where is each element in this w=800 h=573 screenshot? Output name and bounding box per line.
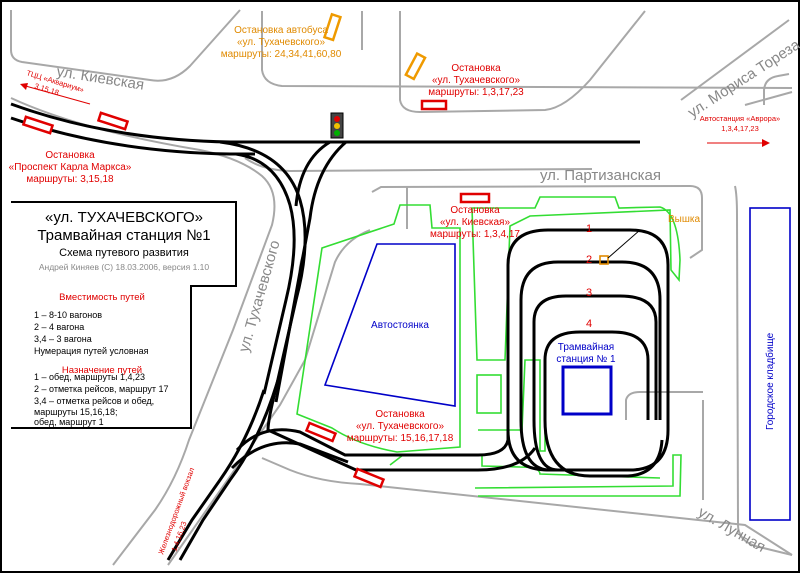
direction-arrows — [20, 83, 770, 147]
capacity-line-3: 3,4 – 3 вагона — [34, 334, 92, 344]
bus-stop-title: Остановка автобуса — [234, 24, 328, 36]
bus-stop-label: Остановка автобуса «ул. Тухачевского» ма… — [221, 24, 342, 60]
capacity-line-2: 2 – 4 вагона — [34, 322, 84, 332]
tram-tracks — [10, 102, 670, 561]
legend-author: Андрей Киняев (С) 18.03.2006, версия 1.1… — [39, 262, 210, 272]
tukh-bottom-routes: маршруты: 15,16,17,18 — [347, 433, 454, 444]
tower-label: Вышка — [668, 214, 700, 225]
parking-area — [323, 243, 456, 407]
cemetery-area — [749, 207, 791, 521]
tram-stop-tukh-top-marker — [420, 99, 448, 111]
cemetery-label: Городское кладбище — [764, 332, 776, 430]
station-label-line1: Трамвайная — [558, 342, 614, 353]
bus-stop-marker — [322, 12, 343, 42]
tukh-bottom-stop-label: Остановка «ул. Тухачевского» маршруты: 1… — [347, 409, 454, 444]
avrora-direction-label: Автостанция «Аврора» 1,3,4,17,23 — [700, 114, 780, 133]
tower-marker — [599, 255, 609, 265]
tukh-bottom-name: «ул. Тухачевского» — [356, 421, 445, 432]
avrora-line2: 1,3,4,17,23 — [721, 124, 759, 133]
bus-stop-marker-2 — [404, 51, 427, 81]
karl-marx-stop-label: Остановка «Проспект Карла Маркса» маршру… — [9, 150, 132, 185]
kievskaya-stop-label: Остановка «ул. Киевская» маршруты: 1,3,4… — [430, 205, 520, 240]
karl-marx-name: «Проспект Карла Маркса» — [9, 162, 132, 173]
tram-stop-karl-marx-marker — [21, 115, 55, 135]
tukh-bottom-title: Остановка — [375, 409, 425, 420]
tts-arrow — [21, 84, 91, 105]
tram-stop-karl-marx-marker-2 — [96, 111, 130, 131]
purpose-line-4: маршруты 15,16,18; — [34, 407, 117, 417]
capacity-line-4: Нумерация путей условная — [34, 346, 149, 356]
tram-stop-tukh-bottom-marker — [304, 421, 338, 443]
purpose-line-5: обед, маршрут 1 — [34, 417, 104, 427]
station-building — [561, 365, 613, 416]
traffic-light-icon — [330, 112, 344, 139]
tukh-top-title: Остановка — [451, 63, 501, 74]
street-partizanskaya: ул. Партизанская — [540, 167, 661, 184]
street-moris-toreza: ул. Мориса Тореза — [685, 36, 800, 121]
tukh-top-routes: маршруты: 1,3,17,23 — [428, 87, 524, 98]
stop-markers — [21, 12, 491, 489]
bus-stop-routes: маршруты: 24,34,41,60,80 — [221, 49, 342, 60]
tukh-top-name: «ул. Тухачевского» — [432, 75, 521, 86]
legend: «ул. ТУХАЧЕВСКОГО» Трамвайная станция №1… — [34, 209, 211, 427]
karl-marx-title: Остановка — [45, 150, 95, 161]
kievskaya-title: Остановка — [450, 205, 500, 216]
karl-marx-routes: маршруты: 3,15,18 — [26, 174, 114, 185]
track-number-1: 1 — [586, 223, 592, 235]
avrora-line1: Автостанция «Аврора» — [700, 114, 780, 123]
legend-subtitle: Схема путевого развития — [59, 247, 189, 259]
tukh-top-stop-label: Остановка «ул. Тухачевского» маршруты: 1… — [428, 63, 524, 98]
purpose-line-1: 1 – обед, маршруты 1,4,23 — [34, 372, 145, 382]
tram-stop-kievskaya-marker — [459, 192, 491, 204]
station-label-line2: станция № 1 — [556, 354, 616, 365]
capacity-line-1: 1 – 8-10 вагонов — [34, 310, 102, 320]
capacity-title: Вместимость путей — [59, 292, 145, 303]
parking-label: Автостоянка — [371, 320, 429, 331]
purpose-line-2: 2 – отметка рейсов, маршрут 17 — [34, 384, 168, 394]
legend-title-1: «ул. ТУХАЧЕВСКОГО» — [45, 209, 203, 226]
tower-pointer — [607, 229, 641, 259]
track-number-4: 4 — [586, 318, 592, 330]
legend-title-2: Трамвайная станция №1 — [37, 227, 210, 244]
bus-stop-name: «ул. Тухачевского» — [237, 37, 326, 48]
green-zones — [296, 196, 682, 497]
street-lunnaya: ул. Лунная — [695, 504, 768, 556]
kievskaya-routes: маршруты: 1,3,4,17 — [430, 229, 520, 240]
purpose-title: Назначение путей — [62, 365, 142, 376]
purpose-line-3: 3,4 – отметка рейсов и обед, — [34, 396, 154, 406]
legend-panel — [11, 201, 237, 429]
track-number-3: 3 — [586, 287, 592, 299]
tram-stop-tukh-bottom-marker-2 — [352, 467, 386, 489]
track-number-2: 2 — [586, 254, 592, 266]
kievskaya-name: «ул. Киевская» — [440, 217, 510, 228]
